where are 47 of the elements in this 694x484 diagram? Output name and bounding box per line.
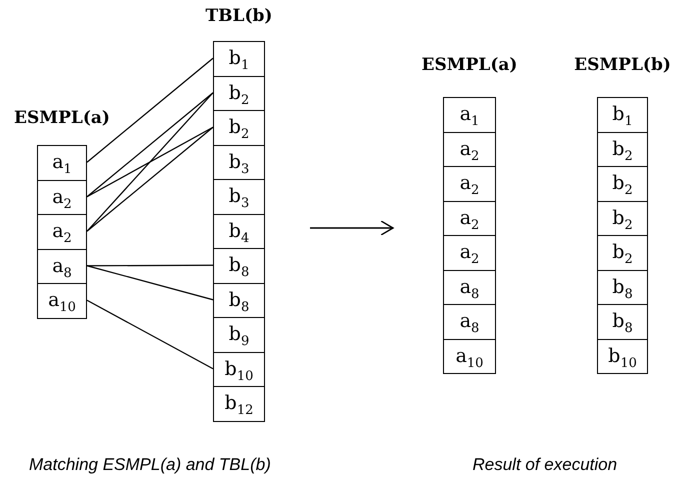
connector-line	[86, 126, 214, 198]
connector-line	[86, 92, 214, 232]
table-cell: b$_{8}$	[213, 282, 265, 318]
table-cell: b$_{8}$	[597, 270, 648, 305]
connector-line	[86, 126, 214, 232]
table-cell: a$_{2}$	[443, 166, 496, 202]
table-cell: a$_{8}$	[443, 304, 496, 340]
connector-line	[86, 58, 214, 163]
table-heading: ESMPL(b)	[573, 55, 672, 75]
table-heading: TBL(b)	[204, 6, 274, 26]
connector-line	[86, 265, 214, 300]
table-cell: b$_{2}$	[213, 76, 265, 111]
table-cell: b$_{4}$	[213, 214, 265, 249]
caption: Result of execution	[472, 455, 618, 475]
table-cell: b$_{2}$	[213, 110, 265, 146]
table-cell: a$_{2}$	[443, 132, 496, 167]
table-cell: b$_{2}$	[597, 166, 648, 202]
table-cell: b$_{2}$	[597, 235, 648, 270]
table-cell: a$_{1}$	[37, 145, 87, 180]
table-cell: b$_{1}$	[213, 41, 265, 76]
caption: Matching ESMPL(a) and TBL(b)	[29, 455, 271, 475]
table-cell: b$_{12}$	[213, 386, 265, 422]
table-cell: b$_{2}$	[597, 132, 648, 167]
table-cell: a$_{1}$	[443, 97, 496, 132]
table-cell: b$_{10}$	[213, 352, 265, 387]
table-cell: b$_{8}$	[213, 248, 265, 284]
table-cell: b$_{10}$	[597, 338, 648, 374]
table-cell: a$_{8}$	[37, 248, 87, 284]
connector-line	[86, 300, 214, 370]
arrow	[310, 220, 394, 236]
table-heading: ESMPL(a)	[420, 55, 518, 75]
table-cell: a$_{10}$	[443, 338, 496, 374]
table-cell: b$_{3}$	[213, 144, 265, 180]
table-cell: a$_{2}$	[37, 180, 87, 215]
table-cell: a$_{2}$	[443, 200, 496, 236]
connector-line	[87, 264, 213, 266]
table-cell: b$_{9}$	[213, 317, 265, 352]
table-cell: b$_{3}$	[213, 179, 265, 214]
table-cell: b$_{2}$	[597, 200, 648, 236]
table-cell: a$_{10}$	[37, 283, 87, 318]
table-heading: ESMPL(a)	[13, 108, 111, 128]
table-cell: a$_{2}$	[443, 235, 496, 270]
table-cell: a$_{2}$	[37, 214, 87, 250]
table-cell: b$_{8}$	[597, 304, 648, 340]
connector-line	[86, 92, 214, 198]
table-cell: b$_{1}$	[597, 97, 648, 132]
table-cell: a$_{8}$	[443, 270, 496, 305]
